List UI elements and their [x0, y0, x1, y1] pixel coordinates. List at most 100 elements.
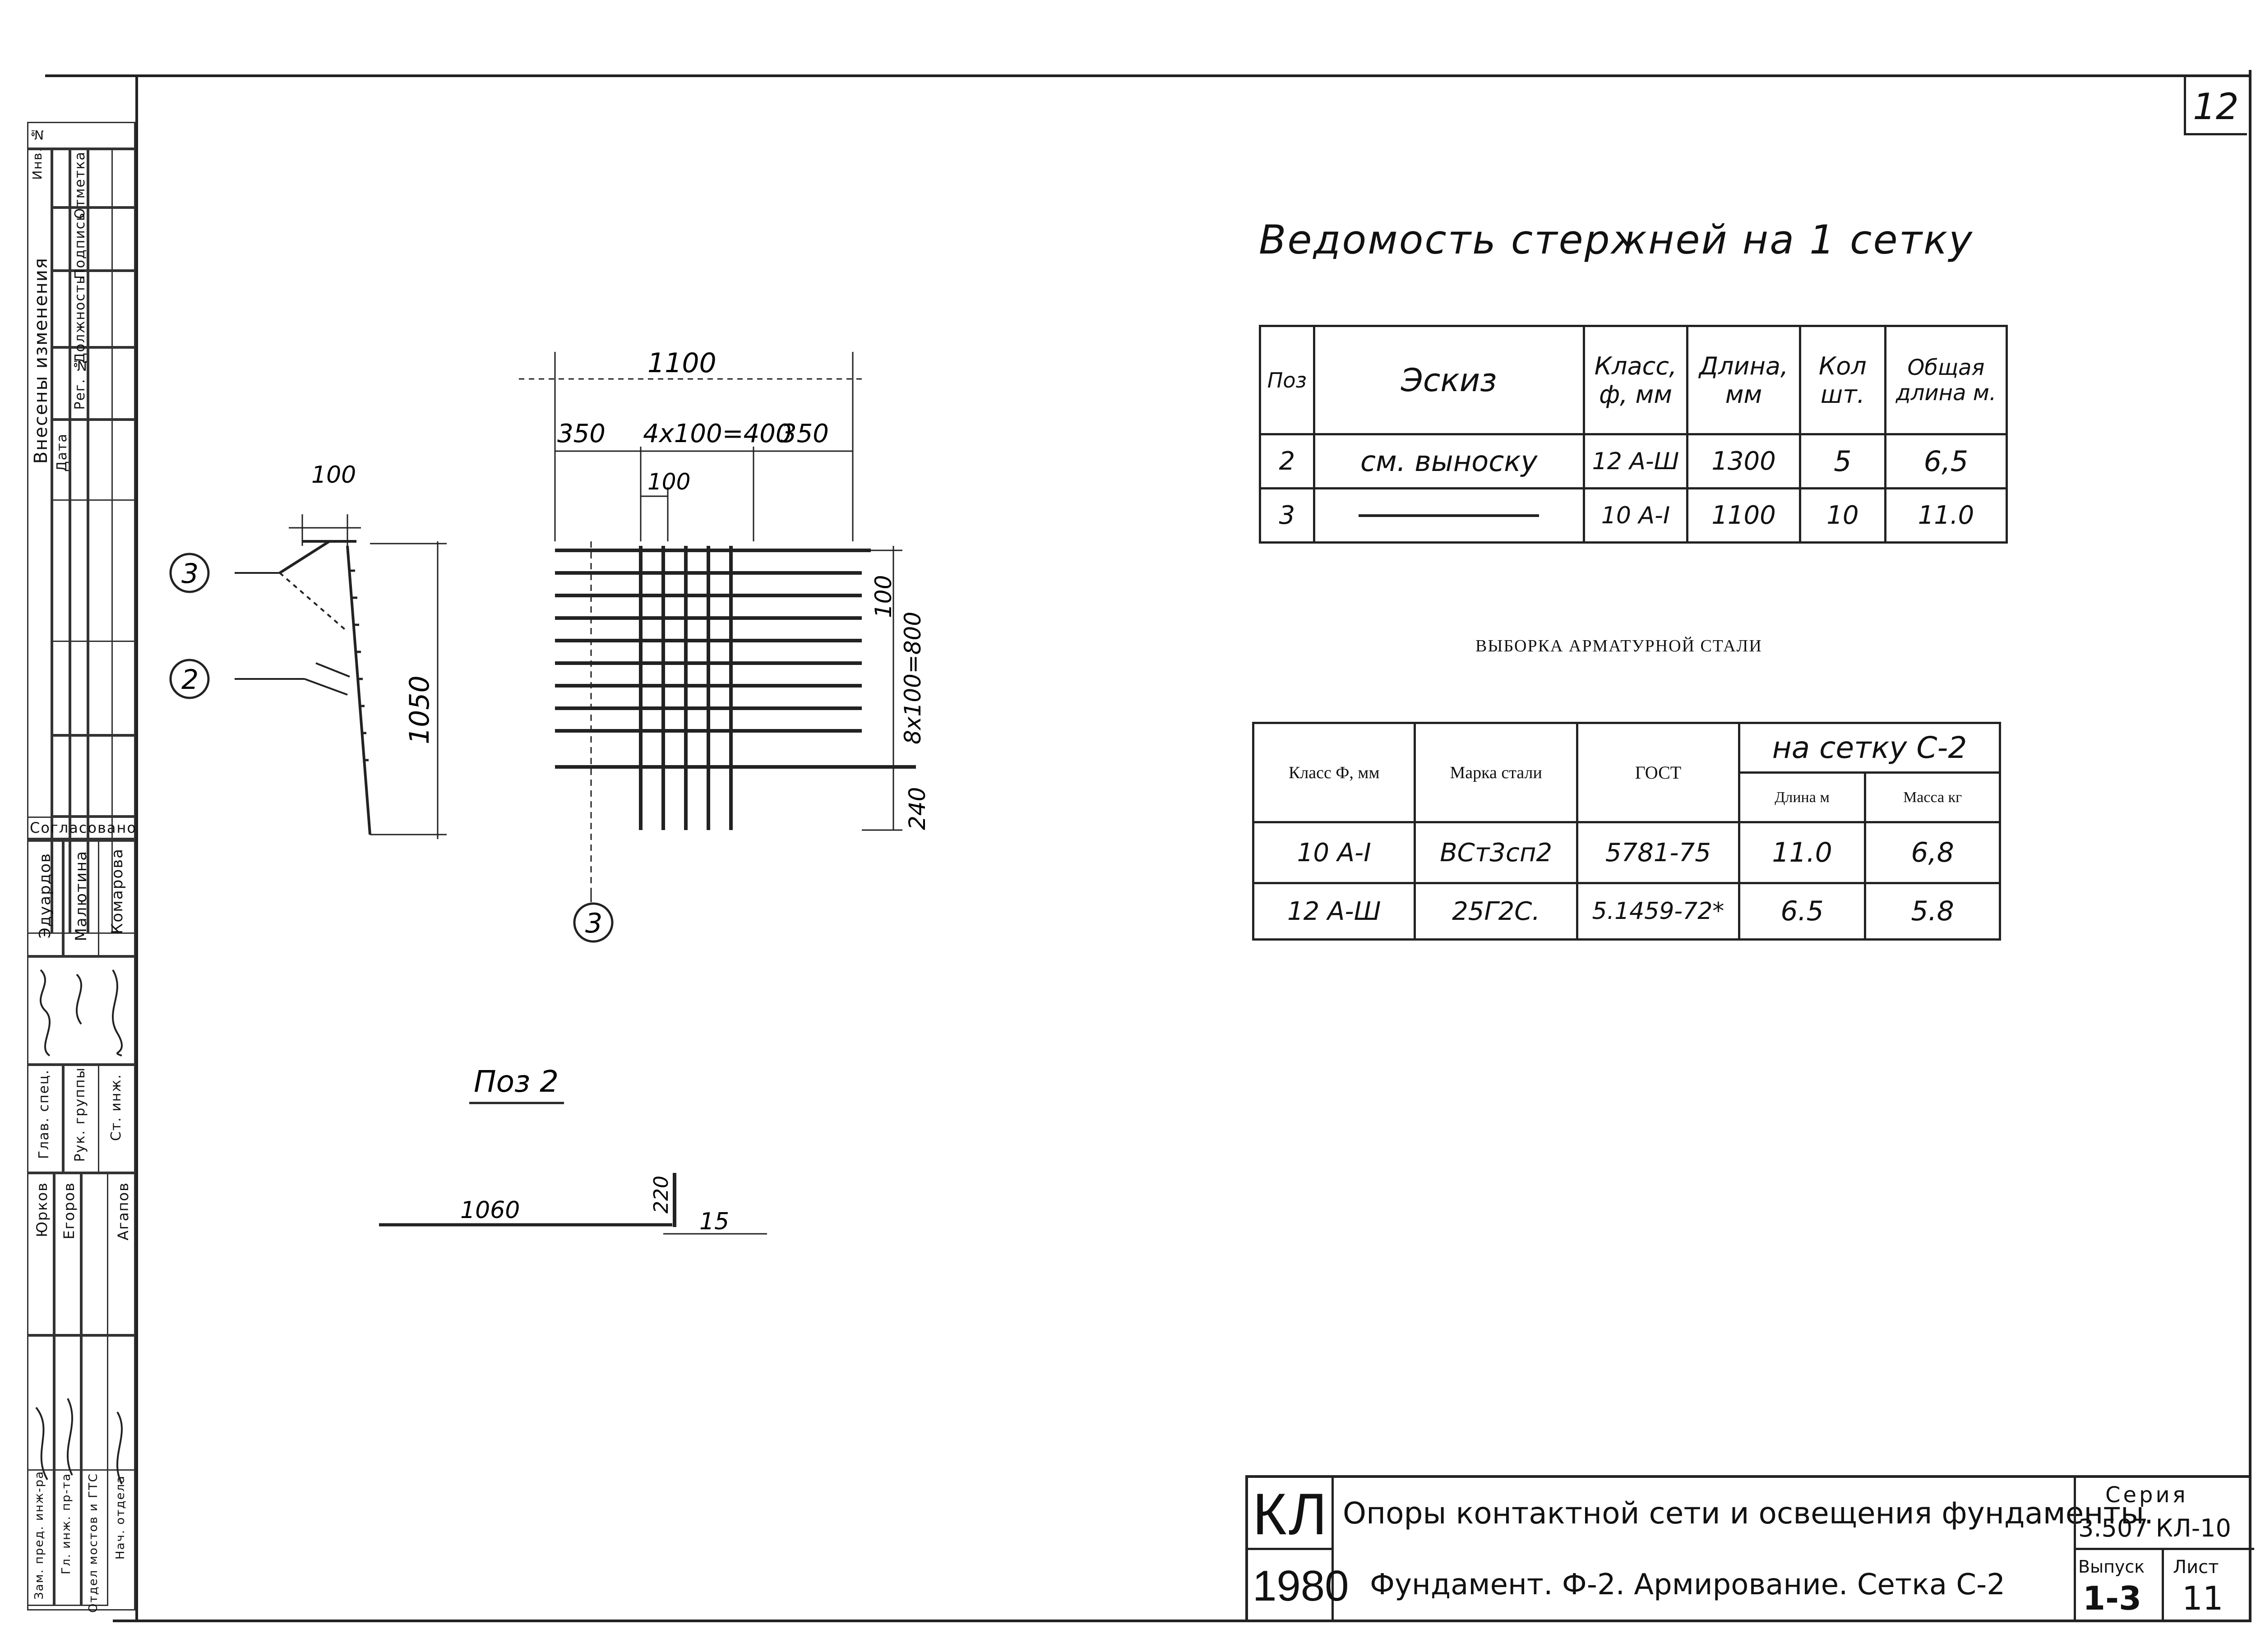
issue-cell — [2074, 1550, 2164, 1622]
side-stamp: Инв. № Внесены изменения Дата Рег. № Дол… — [27, 122, 137, 1613]
steel-cell: 6.5 — [1738, 882, 1867, 941]
schedule-cell: 1300 — [1686, 433, 1801, 489]
dim-profile-top: 100 — [311, 461, 356, 489]
page-number: 12 — [2193, 86, 2239, 128]
steel-cell: 6,8 — [1864, 821, 2001, 884]
steel-cell: 11.0 — [1738, 821, 1867, 884]
schedule-header: Класс, ф, мм — [1582, 325, 1689, 435]
sheet: 11 — [2182, 1579, 2224, 1617]
dim-total: 1100 — [647, 347, 717, 379]
schedule-header: Длина, мм — [1686, 325, 1801, 435]
dim-bottom: 240 — [904, 787, 930, 830]
title-block: КЛ Опоры контактной сети и освещения фун… — [1245, 1475, 2254, 1622]
steel-cell: ВСт3сп2 — [1414, 821, 1578, 884]
agreed-name-3: Комарова — [108, 848, 126, 934]
mesh-dimensions — [519, 352, 902, 902]
frame-inner-left — [135, 74, 138, 1622]
steel-cell: 5.1459-72* — [1576, 882, 1740, 941]
issue: 1-3 — [2083, 1579, 2142, 1617]
agreed-name-1: Эдуардов — [36, 853, 54, 939]
steel-header-gost: ГОСТ — [1576, 722, 1740, 823]
frame-right — [2249, 70, 2251, 1622]
schedule-cell: 2 — [1259, 433, 1315, 489]
mesh-plan — [555, 546, 916, 830]
schedule-cell: см. выноску — [1313, 433, 1585, 489]
schedule-header: Общая длина м. — [1884, 325, 2008, 435]
dim-height: 1050 — [404, 675, 435, 744]
title: Опоры контактной сети и освещения фундам… — [1343, 1496, 2154, 1531]
stamp-col-mark: Отметка — [72, 151, 88, 219]
steel-title: ВЫБОРКА АРМАТУРНОЙ СТАЛИ — [1475, 637, 1762, 655]
steel-table: Класс Ф, мм Марка стали ГОСТ на сетку С-… — [1252, 722, 2002, 941]
pos-15: 15 — [699, 1208, 729, 1235]
steel-cell: 12 А-Ш — [1252, 882, 1416, 941]
dim-left: 350 — [557, 419, 606, 448]
series-cell — [2074, 1478, 2254, 1550]
steel-header-length: Длина м — [1738, 771, 1867, 823]
subtitle: Фундамент. Ф-2. Армирование. Сетка С-2 — [1370, 1568, 2005, 1601]
year-cell — [1248, 1550, 1334, 1622]
stamp-agreed: Согласовано — [30, 819, 137, 836]
stamp-col-signature: Подпись — [72, 212, 88, 279]
table-row: 2 см. выноску 12 А-Ш 1300 5 6,5 — [1259, 433, 2008, 489]
schedule-cell: 10 А-I — [1582, 487, 1689, 544]
schedule-title: Ведомость стержней на 1 сетку — [1259, 217, 1974, 263]
agreed-name-2: Малютина — [72, 850, 90, 941]
dim-right: 350 — [781, 419, 829, 448]
table-row: 10 А-I ВСт3сп2 5781-75 11.0 6,8 — [1252, 821, 2001, 884]
callout-3b: 3 — [585, 908, 602, 939]
steel-cell: 25Г2С. — [1414, 882, 1578, 941]
schedule-table: Поз Эскиз Класс, ф, мм Длина, мм Кол шт.… — [1259, 325, 2008, 544]
schedule-header: Поз — [1259, 325, 1315, 435]
schedule-cell: 12 А-Ш — [1582, 433, 1689, 489]
dim-rows-100: 100 — [870, 575, 897, 618]
stamp-changes: Внесены изменения — [31, 257, 51, 464]
steel-cell: 5781-75 — [1576, 821, 1740, 884]
sketch-straight-bar — [1359, 514, 1539, 517]
steel-header-mass: Масса кг — [1864, 771, 2001, 823]
schedule-header-row: Поз Эскиз Класс, ф, мм Длина, мм Кол шт.… — [1259, 325, 2008, 435]
pos-len: 1060 — [460, 1197, 520, 1224]
year: 1980 — [1253, 1562, 1349, 1610]
frame-top — [45, 74, 2251, 77]
dim-spacing: 100 — [647, 469, 690, 495]
callout-2-circle — [169, 659, 210, 699]
issue-label: Выпуск — [2078, 1557, 2145, 1577]
sheet-label: Лист — [2173, 1557, 2219, 1578]
schedule-cell: 11.0 — [1884, 487, 2008, 544]
schedule-cell: 1100 — [1686, 487, 1801, 544]
schedule-header: Эскиз — [1313, 325, 1585, 435]
callout-3-circle — [169, 553, 210, 593]
stamp-col-reg: Рег. № — [72, 356, 88, 410]
page-number-box — [2184, 77, 2247, 135]
code-cell — [1248, 1478, 1334, 1550]
table-row: 3 10 А-I 1100 10 11.0 — [1259, 487, 2008, 544]
pos-hook: 220 — [650, 1176, 673, 1214]
stamp-col-position: Должность — [72, 275, 88, 364]
profile-ticks — [350, 569, 369, 761]
steel-cell: 10 А-I — [1252, 821, 1416, 884]
signatures — [35, 969, 123, 1485]
code: КЛ — [1253, 1481, 1329, 1547]
dim-mid: 4x100=400 — [643, 419, 791, 448]
table-row: 12 А-Ш 25Г2С. 5.1459-72* 6.5 5.8 — [1252, 882, 2001, 941]
frame-bottom — [113, 1620, 2251, 1622]
schedule-cell: 6,5 — [1884, 433, 2008, 489]
stamp-col-date: Дата — [54, 433, 70, 472]
schedule-cell — [1313, 487, 1585, 544]
series-label: Серия — [2105, 1482, 2188, 1508]
steel-header-grade: Марка стали — [1414, 722, 1578, 823]
callout-2: 2 — [181, 664, 199, 696]
callout-3: 3 — [181, 558, 199, 590]
pos-title: Поз 2 — [474, 1064, 559, 1099]
schedule-cell: 10 — [1798, 487, 1886, 544]
schedule-cell: 3 — [1259, 487, 1315, 544]
steel-header-class: Класс Ф, мм — [1252, 722, 1416, 823]
steel-header-group: на сетку С-2 — [1738, 722, 2002, 774]
schedule-header: Кол шт. — [1798, 325, 1886, 435]
series: 3.507 КЛ-10 — [2078, 1514, 2231, 1542]
mesh-drawing: 3 2 100 1050 1100 350 4x — [169, 347, 930, 1235]
callout-3b-circle — [573, 902, 614, 943]
steel-cell: 5.8 — [1864, 882, 2001, 941]
dim-rows: 8x100=800 — [900, 612, 926, 744]
